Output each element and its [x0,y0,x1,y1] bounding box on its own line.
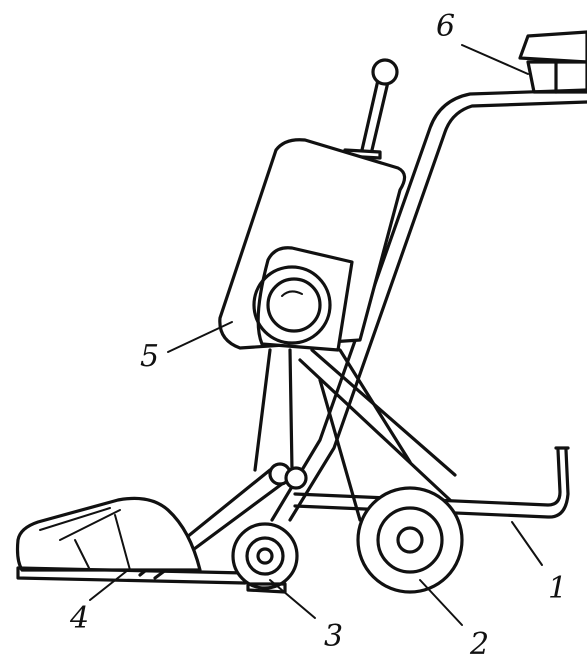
tank-cap [518,30,587,94]
callout-1: 1 [548,571,568,606]
control-lever [343,58,399,160]
compaction-plate [15,496,247,585]
callout-3: 3 [324,619,344,654]
callout-6: 6 [436,9,456,44]
leader-lines [89,44,543,626]
engine-housing [218,138,407,352]
callout-4: 4 [70,601,90,636]
rear-wheel [356,486,464,594]
callout-5: 5 [140,339,160,374]
frame-tube [270,88,587,522]
handle-bar [293,446,570,519]
callout-2: 2 [470,627,490,662]
